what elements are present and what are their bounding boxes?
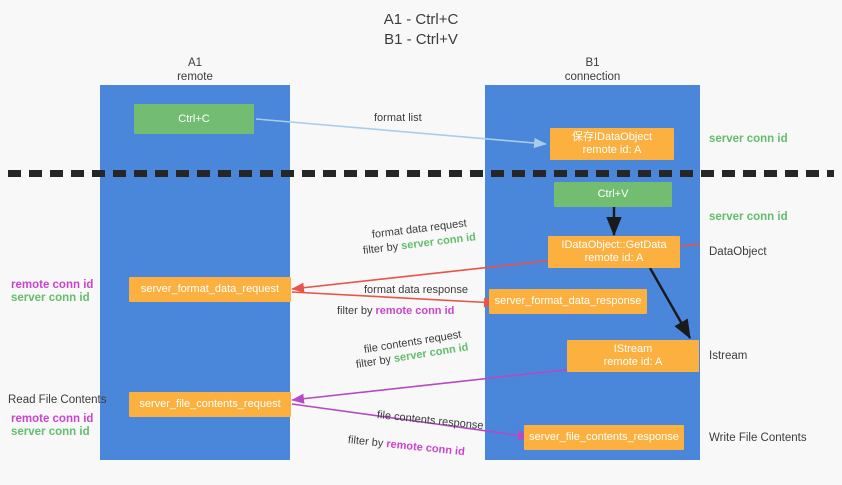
column-header-a1-name: A1 (187, 57, 203, 69)
box-ctrl-v-label: Ctrl+V (597, 188, 629, 200)
box-server-format-data-request-label: server_format_data_request (140, 283, 280, 295)
label-right-write-file-contents: Write File Contents (709, 432, 807, 444)
box-server-file-contents-request-label: server_file_contents_request (139, 398, 281, 410)
label-left-server-conn-id-2: server conn id (11, 426, 90, 438)
column-header-b1: B1 connection (485, 56, 700, 84)
label-right-server-conn-id-2: server conn id (709, 211, 788, 223)
box-save-idataobject-line2: remote id: A (582, 144, 642, 156)
box-istream-line1: IStream (613, 343, 653, 355)
label-left-server-conn-id-1: server conn id (11, 292, 90, 304)
label-left-remote-conn-id-2: remote conn id (11, 413, 94, 425)
filter-conn-id: remote conn id (385, 438, 466, 459)
box-istream[interactable]: IStream remote id: A (567, 340, 699, 372)
box-idataobject-getdata[interactable]: IDataObject::GetData remote id: A (548, 236, 680, 268)
arrow-label-format-data-response-line1: format data response (364, 284, 468, 296)
column-header-a1-sub: remote (177, 71, 213, 83)
box-server-file-contents-response-label: server_file_contents_response (529, 431, 679, 443)
page-title: A1 - Ctrl+C B1 - Ctrl+V (0, 10, 842, 50)
box-istream-line2: remote id: A (603, 356, 663, 368)
label-left-remote-conn-id-1: remote conn id (11, 279, 94, 291)
box-save-idataobject[interactable]: 保存IDataObject remote id: A (550, 128, 674, 160)
column-header-b1-sub: connection (564, 71, 621, 83)
column-header-a1: A1 remote (100, 56, 290, 84)
label-right-istream: Istream (709, 350, 748, 362)
box-server-format-data-response-label: server_format_data_response (494, 295, 642, 307)
arrow-label-file-contents-response-filter: filter by remote conn id (347, 434, 465, 458)
arrow-label-file-contents-response-line1: file contents response (376, 409, 485, 433)
label-left-read-file-contents: Read File Contents (8, 394, 107, 406)
filter-prefix: filter by (347, 434, 387, 450)
box-ctrl-v[interactable]: Ctrl+V (554, 182, 672, 207)
box-save-idataobject-line1: 保存IDataObject (571, 131, 653, 143)
box-server-format-data-response[interactable]: server_format_data_response (489, 289, 647, 314)
box-ctrl-c-label: Ctrl+C (178, 112, 210, 125)
box-getdata-line2: remote id: A (584, 252, 644, 264)
box-server-file-contents-request[interactable]: server_file_contents_request (129, 392, 291, 417)
arrow-label-format-list: format list (374, 112, 422, 124)
title-line-1: A1 - Ctrl+C (383, 11, 459, 28)
filter-prefix: filter by (355, 353, 395, 371)
box-ctrl-c[interactable]: Ctrl+C (134, 104, 254, 134)
box-getdata-line1: IDataObject::GetData (561, 239, 667, 251)
filter-prefix: filter by (362, 240, 402, 257)
arrow-label-format-data-response-filter: filter by remote conn id (337, 305, 454, 317)
label-right-dataobject: DataObject (709, 246, 767, 258)
filter-prefix: filter by (337, 305, 376, 317)
filter-conn-id: remote conn id (375, 305, 455, 317)
box-server-format-data-request[interactable]: server_format_data_request (129, 277, 291, 302)
column-header-b1-name: B1 (585, 57, 600, 69)
title-line-2: B1 - Ctrl+V (384, 31, 458, 48)
separator-dashed-line (8, 170, 834, 177)
box-server-file-contents-response[interactable]: server_file_contents_response (524, 425, 684, 450)
label-right-server-conn-id-1: server conn id (709, 133, 788, 145)
